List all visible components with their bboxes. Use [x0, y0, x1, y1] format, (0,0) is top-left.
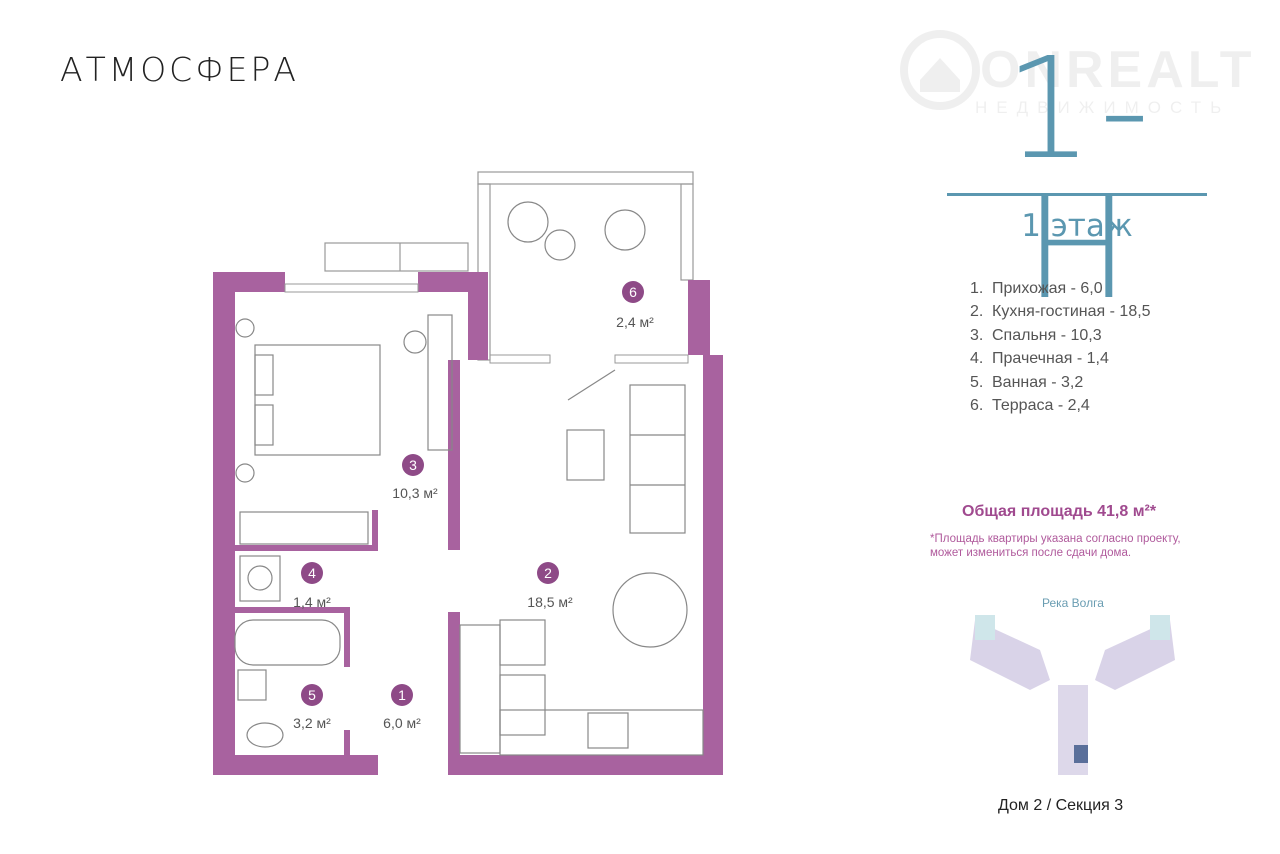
- room-label-1: 1 6,0 м²: [383, 684, 421, 731]
- windows: [284, 283, 689, 364]
- hall-wardrobe: [459, 624, 501, 754]
- terrace-railing: [324, 171, 694, 361]
- total-area: Общая площадь 41,8 м²*: [962, 503, 1157, 520]
- bed: [254, 344, 381, 456]
- svg-text:6,0 м²: 6,0 м²: [383, 715, 421, 731]
- svg-text:1: 1: [398, 687, 406, 703]
- section-label: Дом 2 / Секция 3: [998, 797, 1124, 814]
- wardrobe: [239, 511, 369, 545]
- walls: [213, 272, 723, 775]
- house-pin-icon: [900, 30, 980, 110]
- furniture: [234, 201, 704, 756]
- legend-item: 2.Кухня-гостиная - 18,5: [970, 303, 1151, 321]
- apartment-code: 1-Н: [1004, 28, 1156, 331]
- room-label-5: 5 3,2 м²: [293, 684, 331, 731]
- river-label: Река Волга: [1042, 596, 1104, 610]
- floor-label: 1 этаж: [1021, 208, 1133, 244]
- svg-text:2,4 м²: 2,4 м²: [616, 314, 654, 330]
- svg-text:10,3 м²: 10,3 м²: [392, 485, 438, 501]
- dining-table: [612, 572, 688, 648]
- room-label-3: 3 10,3 м²: [392, 454, 438, 501]
- svg-text:3,2 м²: 3,2 м²: [293, 715, 331, 731]
- area-note: *Площадь квартиры указана согласно проек…: [930, 533, 1181, 559]
- site-plan-map: [970, 615, 1175, 775]
- coffee-table: [566, 429, 605, 481]
- room-legend: 1.Прихожая - 6,0 2.Кухня-гостиная - 18,5…: [970, 280, 1151, 420]
- legend-item: 4.Прачечная - 1,4: [970, 350, 1109, 368]
- svg-text:2: 2: [544, 565, 552, 581]
- svg-text:1,4 м²: 1,4 м²: [293, 594, 331, 610]
- brand-logo: АТМОСФЕРА: [60, 50, 299, 89]
- divider: [947, 193, 1207, 196]
- svg-text:6: 6: [629, 284, 637, 300]
- svg-text:5: 5: [308, 687, 316, 703]
- toilet: [246, 722, 284, 748]
- legend-item: 1.Прихожая - 6,0: [970, 280, 1103, 297]
- svg-text:18,5 м²: 18,5 м²: [527, 594, 573, 610]
- legend-item: 3.Спальня - 10,3: [970, 326, 1102, 344]
- room-label-4: 4 1,4 м²: [293, 562, 331, 610]
- kitchen-counter: [499, 709, 704, 756]
- washer: [239, 555, 281, 602]
- watermark-subtitle: НЕДВИЖИМОСТЬ: [975, 98, 1231, 117]
- svg-text:3: 3: [409, 457, 417, 473]
- watermark-name: ONREALT: [980, 41, 1256, 99]
- svg-text:4: 4: [308, 565, 316, 581]
- legend-item: 5.Ванная - 3,2: [970, 373, 1084, 391]
- sofa: [629, 384, 686, 534]
- room-label-6: 6 2,4 м²: [616, 281, 654, 330]
- bathtub: [234, 619, 341, 666]
- room-label-2: 2 18,5 м²: [527, 562, 573, 610]
- legend-item: 6.Терраса - 2,4: [970, 396, 1090, 414]
